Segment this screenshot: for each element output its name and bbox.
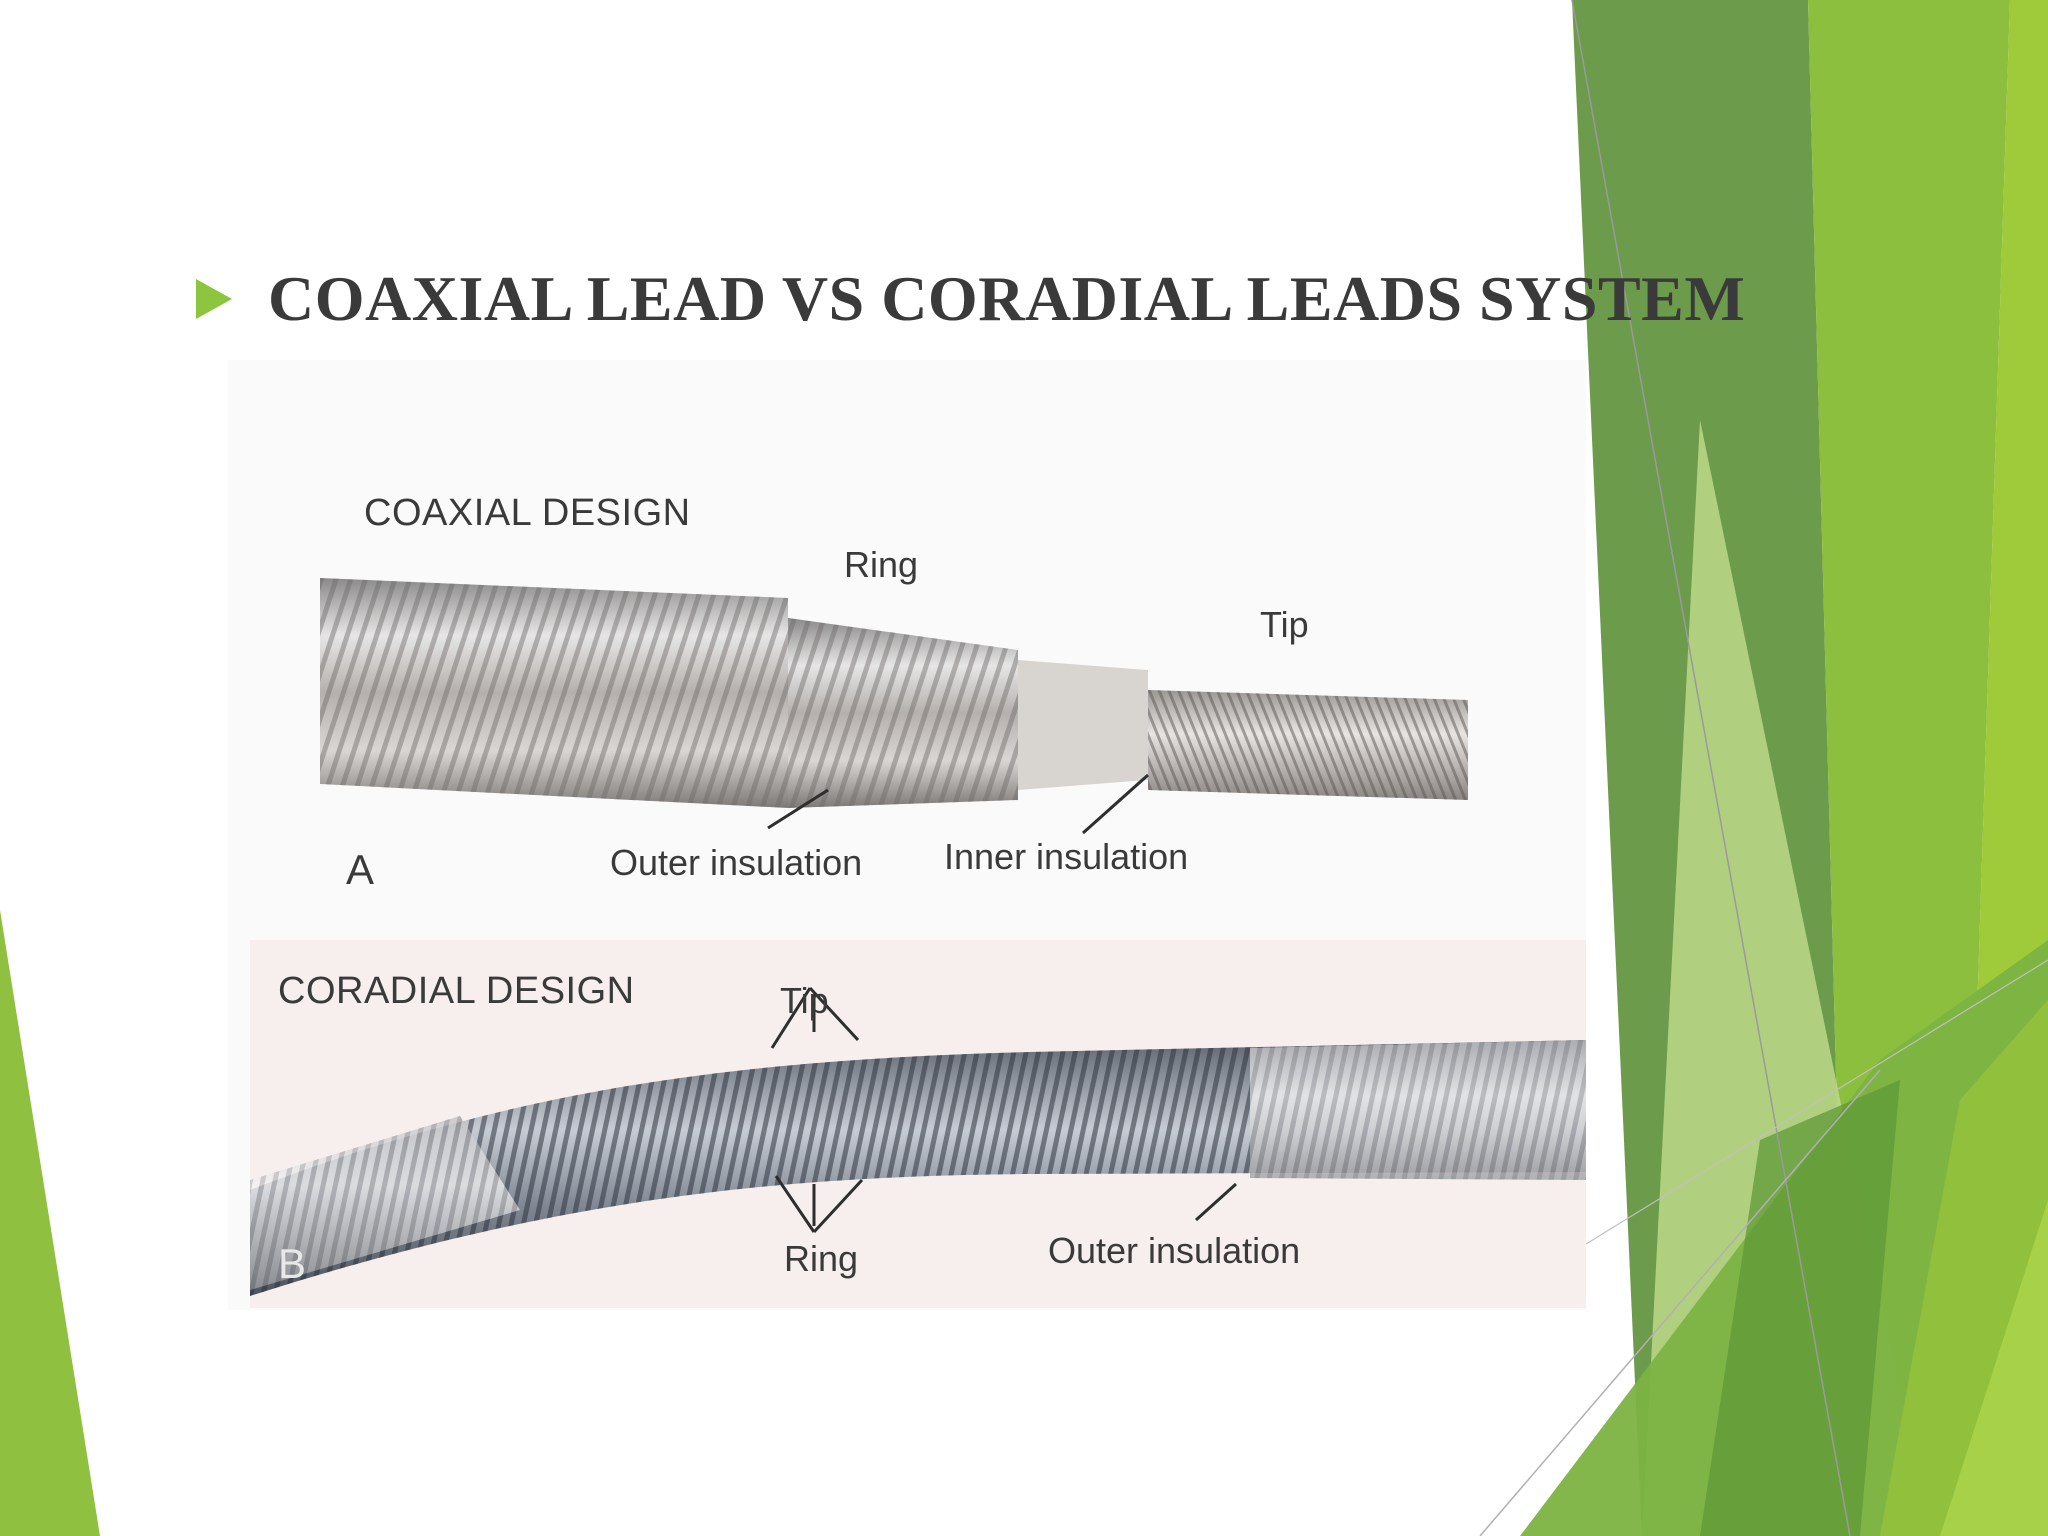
slide-title: COAXIAL LEAD VS CORADIAL LEADS SYSTEM (268, 263, 1746, 334)
panel-letter-a: A (346, 846, 375, 893)
coaxial-design-panel: COAXIAL DESIGN Ring Tip Outer insulation… (228, 360, 1586, 932)
coradial-design-panel: CORADIAL DESIGN Tip Ring Outer insulatio… (250, 940, 1586, 1308)
triangle-bullet-icon (196, 279, 232, 319)
coaxial-ring-label: Ring (844, 544, 919, 585)
coaxial-tip-label: Tip (1260, 604, 1309, 645)
coaxial-design-heading: COAXIAL DESIGN (364, 492, 691, 534)
coradial-design-heading: CORADIAL DESIGN (278, 970, 635, 1012)
coaxial-outer-insulation-label: Outer insulation (610, 842, 863, 883)
title-row: COAXIAL LEAD VS CORADIAL LEADS SYSTEM (196, 262, 1745, 336)
coradial-tip-label: Tip (780, 980, 829, 1021)
coradial-lead-photo (250, 986, 1586, 1296)
coradial-ring-label: Ring (784, 1238, 859, 1279)
lead-comparison-figure: COAXIAL DESIGN Ring Tip Outer insulation… (228, 360, 1586, 1310)
coaxial-inner-insulation-label: Inner insulation (944, 836, 1189, 877)
panel-letter-b: B (278, 1240, 307, 1287)
coaxial-lead-photo (320, 578, 1468, 835)
coradial-outer-insulation-label: Outer insulation (1048, 1230, 1301, 1271)
